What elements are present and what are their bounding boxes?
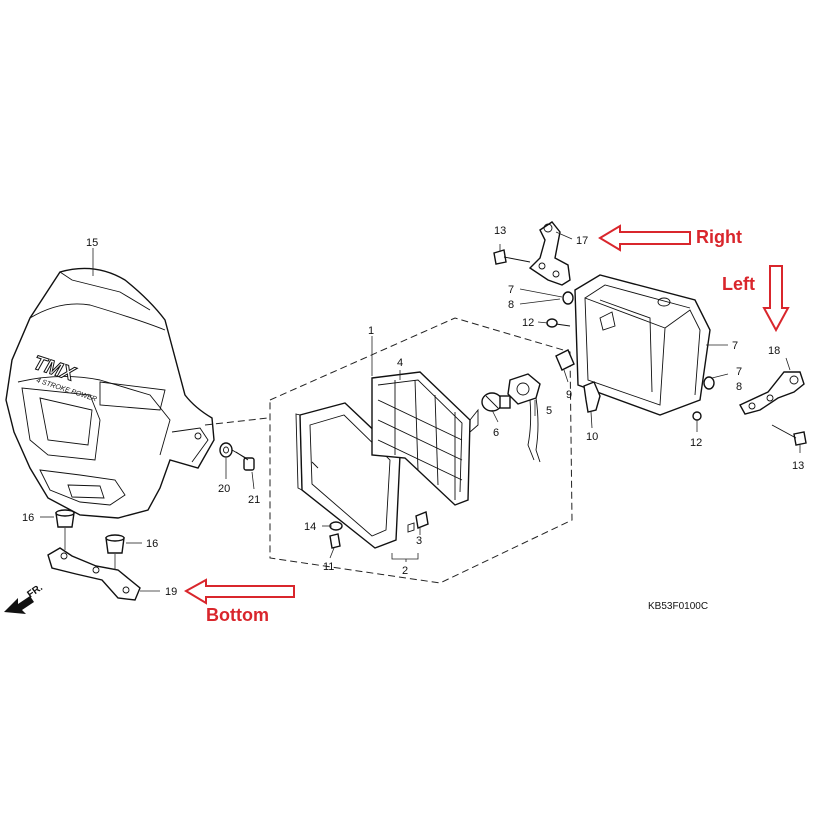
callout-13b: 13 [792,460,804,472]
headlight-bulb [481,392,511,412]
screw-12a [546,318,571,328]
bolt-21 [231,449,255,471]
callout-7c: 7 [736,366,742,378]
callout-1: 1 [368,325,374,337]
right-arrow-icon [598,224,691,252]
svg-text:Right: Right [696,227,742,247]
headlight-lens-unit [371,371,479,506]
bolt-13a [493,249,531,265]
bracket-10 [583,381,601,413]
callout-16a: 16 [22,512,34,524]
bottom-bracket-19 [47,547,141,601]
callout-18: 18 [768,345,780,357]
diagram-code: KB53F0100C [648,601,708,612]
left-arrow-icon [183,578,295,605]
callout-2: 2 [402,565,408,577]
screw-12b [692,411,702,421]
callout-16b: 16 [146,538,158,550]
callout-21: 21 [248,494,260,506]
bottom-annotation: Bottom [183,578,295,625]
callout-13a: 13 [494,225,506,237]
collar-7-8-right [562,291,574,305]
front-direction-arrow: FR. [4,582,45,614]
callout-5: 5 [546,405,552,417]
callout-6: 6 [493,427,499,439]
rubber-mount-16b [105,534,125,554]
bolt-13b [771,424,807,446]
callout-9: 9 [566,389,572,401]
front-cowl: TMX 4 STROKE POWER [5,267,215,519]
headlight-assembly-box [269,317,573,584]
right-annotation: Right [598,224,742,252]
headlight-case [574,274,711,416]
clip-9 [555,349,575,371]
left-annotation: Left [722,265,790,333]
callout-8b: 8 [736,381,742,393]
rubber-mount-16a [55,509,75,528]
callout-17: 17 [576,235,588,247]
callout-12b: 12 [690,437,702,449]
bulb-socket [507,373,541,463]
callout-11: 11 [323,561,334,573]
mount-bracket-18 [739,371,805,415]
svg-text:Left: Left [722,274,755,294]
callout-8a: 8 [508,299,514,311]
callout-12a: 12 [522,317,534,329]
callout-10: 10 [586,431,598,443]
callout-4: 4 [397,357,403,369]
callout-15: 15 [86,237,98,249]
svg-text:Bottom: Bottom [206,605,269,625]
callout-7b: 7 [508,284,514,296]
callout-7a: 7 [732,340,738,352]
down-arrow-icon [762,265,790,333]
washer-20 [219,442,233,458]
adjuster-clip-3 [415,511,429,529]
screw-11 [329,533,341,549]
collar-7-8-left [703,376,715,390]
callout-19: 19 [165,586,177,598]
callout-14: 14 [304,521,316,533]
callout-3: 3 [416,535,422,547]
assembly-guide-line [204,417,269,426]
callout-20: 20 [218,483,230,495]
mount-bracket-17 [528,221,571,286]
